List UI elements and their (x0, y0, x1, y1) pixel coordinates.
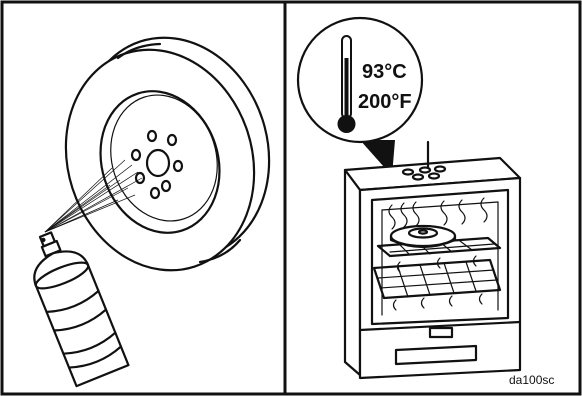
right-panel: 93°C 200°F (298, 18, 554, 387)
temp-fahrenheit: 200°F (358, 91, 412, 113)
brake-rotor-icon (391, 226, 455, 247)
temp-celsius: 93°C (362, 61, 407, 83)
figure-code: da100sc (509, 373, 554, 387)
left-panel (20, 13, 298, 386)
thermometer-callout: 93°C 200°F (298, 18, 422, 176)
oven-icon (345, 142, 520, 378)
